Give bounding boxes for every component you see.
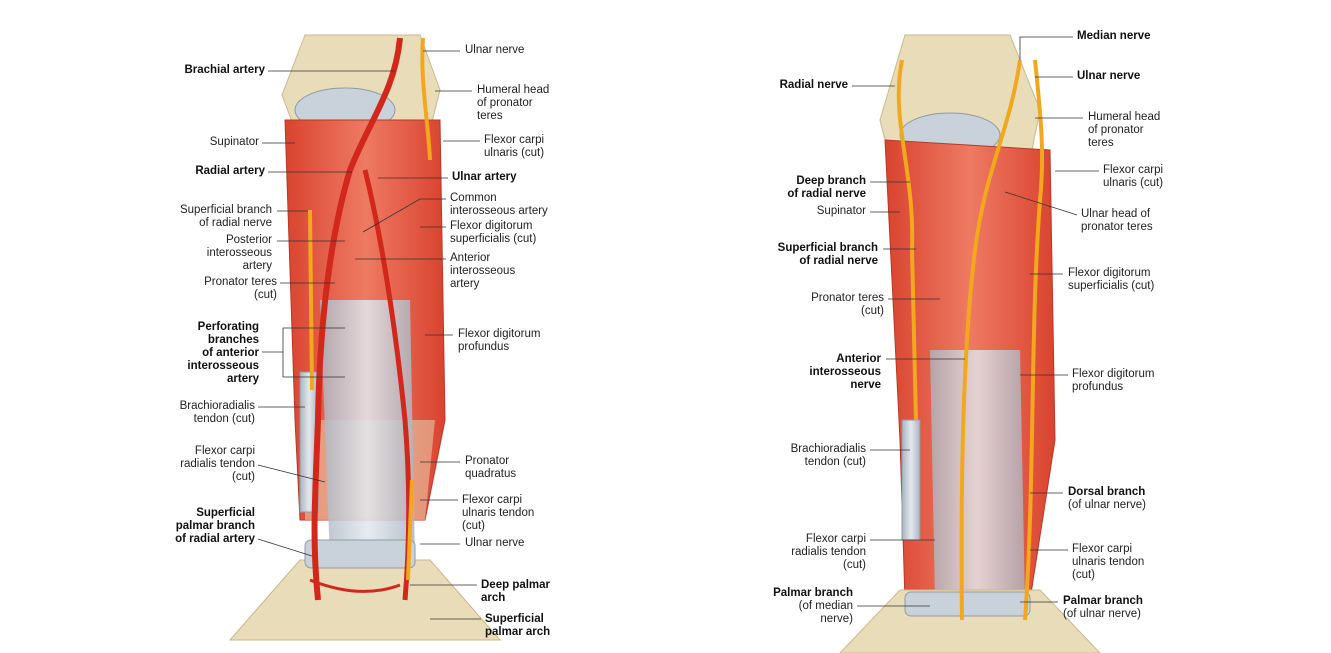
- label-deep-palmar-arch: Deep palmar arch: [481, 579, 551, 604]
- label-brachial-artery: Brachial artery: [184, 64, 265, 76]
- median-nerve: [959, 59, 1022, 621]
- label-deep-branch-radial-nerve: Deep branch of radial nerve: [787, 175, 866, 200]
- label-fdp: Flexor digitorum profundus: [1072, 368, 1155, 393]
- wrist-bones: [228, 559, 502, 641]
- ulnar-nerve: [1023, 59, 1045, 621]
- label-palmar-branch-median-title: Palmar branch: [773, 587, 853, 599]
- label-fdp: Flexor digitorum profundus: [458, 328, 541, 353]
- label-anterior-interosseous: Anterior interosseous artery: [450, 252, 516, 290]
- ulnar-nerve: [420, 37, 432, 161]
- label-common-interosseous: Common interosseous artery: [450, 192, 548, 217]
- leader-lines: [257, 36, 1099, 620]
- label-supinator: Supinator: [816, 205, 866, 217]
- label-median-nerve: Median nerve: [1077, 30, 1151, 42]
- label-pronator-teres: Pronator teres (cut): [811, 292, 884, 317]
- left-forearm: [228, 34, 502, 641]
- label-palmar-branch-ulnar: Palmar branch (of ulnar nerve): [1063, 595, 1143, 621]
- label-posterior-interosseous: Posterior interosseous artery: [206, 234, 272, 272]
- label-flexor-carpi-ulnaris: Flexor carpi ulnaris (cut): [1103, 164, 1164, 189]
- flexor-retinaculum: [904, 591, 1031, 617]
- label-humeral-head: Humeral head of pronator teres: [477, 84, 550, 122]
- label-radial-artery: Radial artery: [195, 165, 265, 177]
- radial-nerve: [896, 59, 918, 421]
- flexor-retinaculum: [304, 539, 416, 569]
- label-radial-nerve: Radial nerve: [779, 79, 848, 91]
- label-pronator-quadratus: Pronator quadratus: [465, 455, 517, 480]
- tendons: [930, 350, 1025, 600]
- label-brachioradialis: Brachioradialis tendon (cut): [790, 443, 866, 468]
- label-ulnar-head: Ulnar head of pronator teres: [1081, 208, 1153, 233]
- brachioradialis-tendon: [901, 419, 921, 541]
- label-supinator: Supinator: [209, 136, 259, 148]
- label-superficial-branch: Superficial branch of radial nerve: [179, 204, 272, 229]
- label-dorsal-branch: Dorsal branch (of ulnar nerve): [1068, 486, 1146, 512]
- label-superficial-palmar-branch: Superficial palmar branch of radial arte…: [175, 507, 255, 545]
- ulnar-nerve-lower: [406, 479, 414, 581]
- tendons: [320, 300, 415, 560]
- label-brachioradialis: Brachioradialis tendon (cut): [179, 400, 255, 425]
- label-fds: Flexor digitorum superficialis (cut): [450, 220, 537, 245]
- label-palmar-branch-median-sub: (of median nerve): [798, 600, 853, 625]
- label-perforating-branches: Perforating branches of anterior interos…: [187, 321, 259, 385]
- label-ulnar-artery: Ulnar artery: [452, 171, 517, 183]
- label-palmar-branch-median: Palmar branch (of median nerve): [773, 587, 853, 626]
- label-dorsal-branch-sub: (of ulnar nerve): [1068, 499, 1146, 511]
- label-superficial-branch: Superficial branch of radial nerve: [777, 242, 878, 267]
- label-humeral-head: Humeral head of pronator teres: [1088, 111, 1161, 149]
- label-fds: Flexor digitorum superficialis (cut): [1068, 267, 1155, 292]
- label-palmar-branch-ulnar-sub: (of ulnar nerve): [1063, 608, 1141, 620]
- label-anterior-interosseous-nerve: Anterior interosseous nerve: [809, 353, 881, 391]
- brachial-artery: [311, 37, 403, 601]
- palmar-arch: [309, 578, 401, 593]
- label-flexor-carpi-ulnaris: Flexor carpi ulnaris (cut): [484, 134, 545, 159]
- label-ulnar-nerve: Ulnar nerve: [465, 44, 525, 56]
- label-ulnar-nerve-lower: Ulnar nerve: [465, 537, 525, 549]
- label-fcu-tendon: Flexor carpi ulnaris tendon (cut): [462, 494, 535, 532]
- right-forearm: [839, 34, 1101, 653]
- label-superficial-palmar-arch: Superficial palmar arch: [485, 613, 551, 638]
- label-palmar-branch-ulnar-title: Palmar branch: [1063, 595, 1143, 607]
- label-fcr: Flexor carpi radialis tendon (cut): [180, 445, 255, 483]
- superficial-radial-nerve: [308, 209, 314, 391]
- label-pronator-teres: Pronator teres (cut): [204, 276, 277, 301]
- label-ulnar-nerve: Ulnar nerve: [1077, 70, 1141, 82]
- label-fcu-tendon: Flexor carpi ulnaris tendon (cut): [1072, 543, 1145, 581]
- label-fcr: Flexor carpi radialis tendon (cut): [791, 533, 866, 571]
- label-dorsal-branch-title: Dorsal branch: [1068, 486, 1146, 498]
